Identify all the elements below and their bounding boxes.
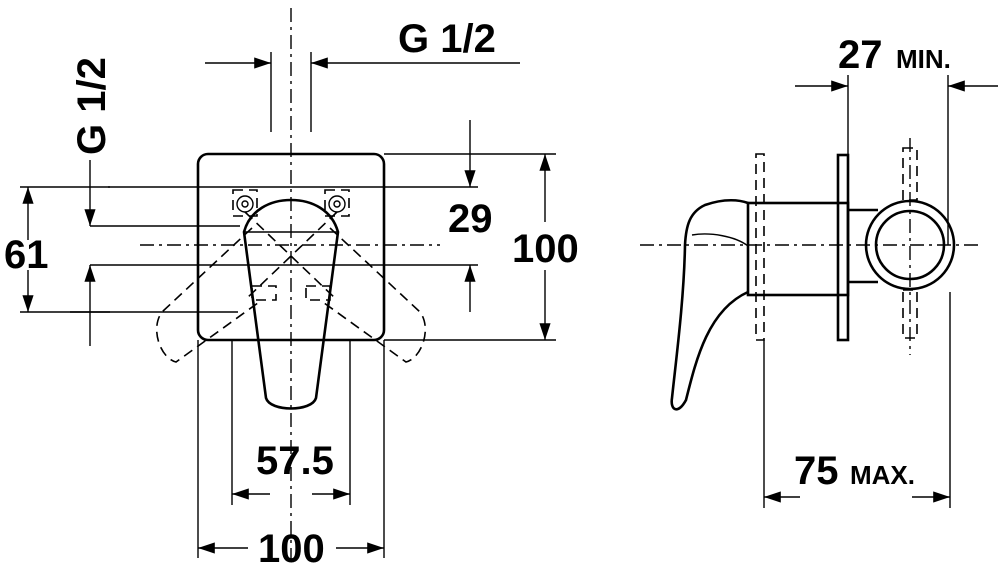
cartridge-inner-circle xyxy=(874,209,946,281)
dim-27-value: 27 xyxy=(838,33,883,77)
dim-75-value: 75 xyxy=(794,449,839,493)
connection-stub-top xyxy=(902,147,918,201)
wall-surface xyxy=(755,153,765,341)
lever-handle xyxy=(242,198,340,410)
dim-27-suffix: MIN. xyxy=(896,44,951,74)
dim-100-width-label: 100 xyxy=(258,527,325,570)
lever-right-position xyxy=(319,227,427,363)
mounting-plate xyxy=(836,153,850,342)
side-pipe-label: G 1/2 xyxy=(70,57,114,155)
front-view: G 1/2 G 1/2 xyxy=(4,8,579,570)
lever-side-profile xyxy=(670,198,749,411)
dim-29-label: 29 xyxy=(448,197,493,241)
cartridge-outer-circle xyxy=(864,199,956,291)
pipe-label-top: G 1/2 xyxy=(398,17,496,61)
dim-57-5-label: 57.5 xyxy=(256,439,334,483)
connection-stub-bottom xyxy=(902,289,918,339)
dim-75-suffix: MAX. xyxy=(850,460,915,490)
lever-left-position xyxy=(155,227,263,363)
dim-61-label: 61 xyxy=(4,233,49,277)
valve-body xyxy=(746,201,850,297)
side-view: 27 MIN. 75 MAX. xyxy=(640,33,998,508)
dim-100-height-label: 100 xyxy=(512,227,579,271)
